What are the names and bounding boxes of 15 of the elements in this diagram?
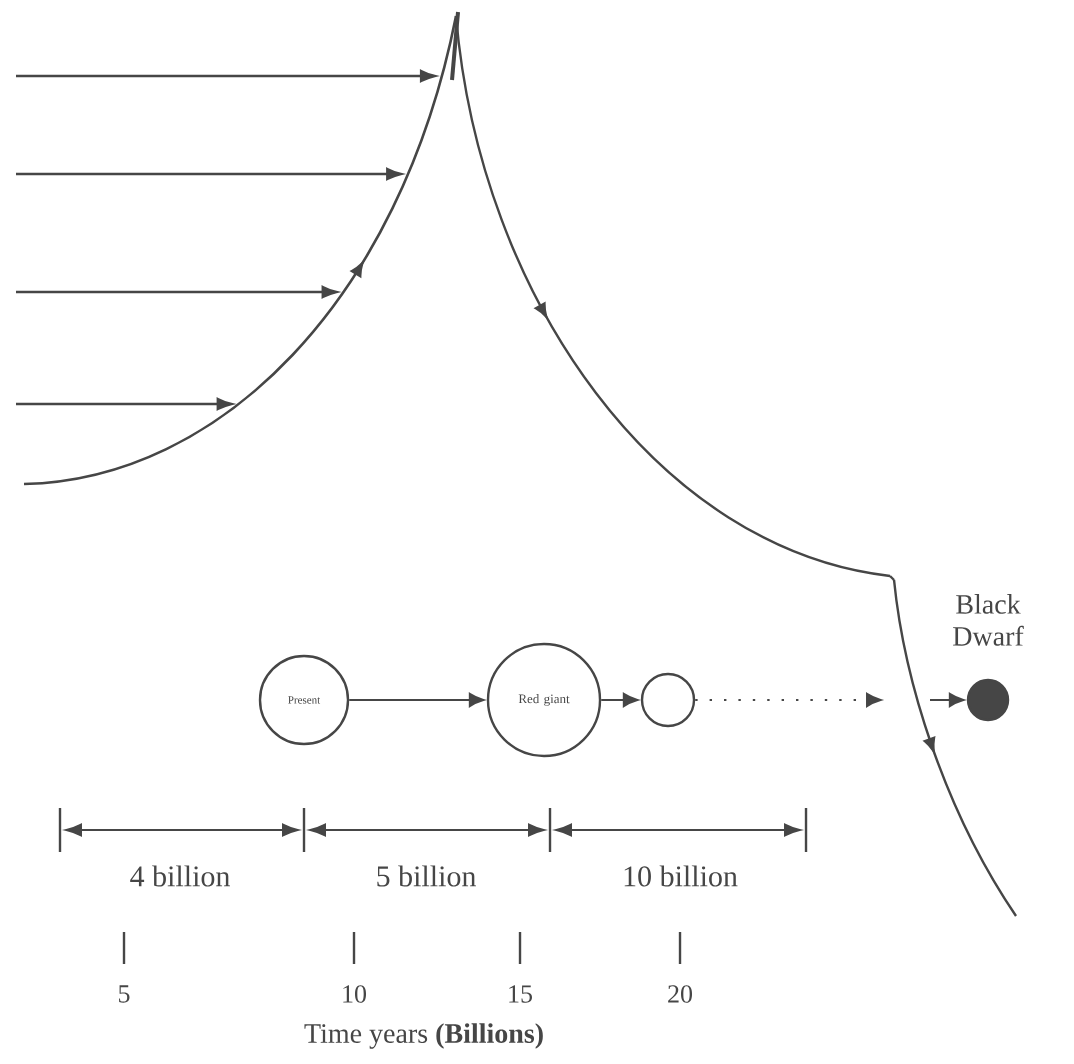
axis-title: Time years (Billions)	[304, 1023, 543, 1049]
dimension-label: 10 billion	[624, 865, 738, 887]
tick-label: 10	[343, 985, 366, 1003]
dimension-label: 5 billion	[377, 865, 476, 887]
star-circle	[640, 672, 696, 728]
tick-label: 20	[668, 985, 693, 1003]
arrow	[929, 692, 965, 708]
arrow	[694, 692, 882, 708]
tick-label: 5	[119, 985, 130, 1003]
tick-label: 15	[509, 985, 532, 1003]
star-label: Black Dwarf	[953, 594, 1024, 646]
star-circle	[966, 678, 1010, 722]
arrow	[600, 692, 639, 708]
arrow	[348, 692, 485, 708]
dimension-label: 4 billion	[130, 865, 230, 887]
